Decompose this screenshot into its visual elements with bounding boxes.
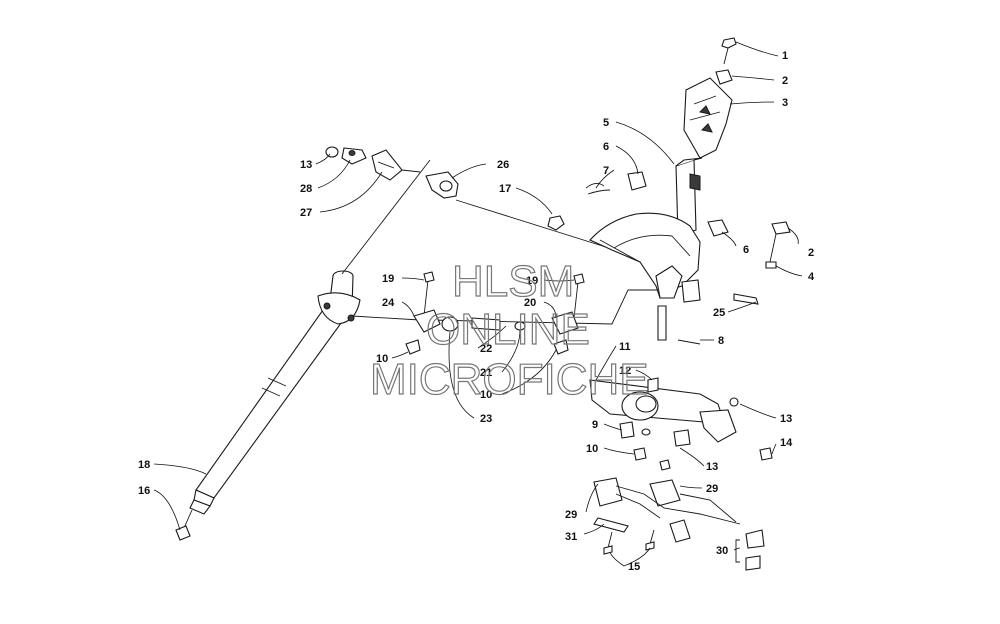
watermark-line-2: ONLINE [426,305,590,354]
ball-joint-upper [325,146,421,181]
bolt-25 [733,293,759,305]
screws-15 [603,529,655,555]
callout-27: 27 [300,207,312,219]
nut-17 [547,215,565,231]
callout-19: 19 [526,275,538,287]
callout-13: 13 [780,413,792,425]
callout-28: 28 [300,183,312,195]
callout-3: 3 [782,97,788,109]
steering-arm-11 [589,377,773,471]
callout-14: 14 [780,437,793,449]
steering-column-housing [589,212,701,303]
steering-shaft-upper [675,157,703,237]
connectors-30 [735,529,765,571]
callout-10: 10 [480,389,492,401]
callout-17: 17 [499,183,511,195]
callout-labels: 1 2 3 5 6 7 2 6 4 13 28 27 26 17 19 24 1… [138,50,815,573]
handlebar-clamp-group [683,37,737,159]
callout-5: 5 [603,117,609,129]
callout-6: 6 [603,141,609,153]
callout-13: 13 [706,461,718,473]
leader-lines [153,41,803,567]
callout-18: 18 [138,459,150,471]
ball-joint-26 [425,171,459,199]
callout-7: 7 [603,165,609,177]
watermark: HLSM ONLINE MICROFICHE [369,256,649,404]
callout-11: 11 [619,341,631,353]
callout-16: 16 [138,485,150,497]
callout-30: 30 [716,545,728,557]
callout-2: 2 [808,247,814,259]
steering-post-part [175,270,361,541]
callout-24: 24 [382,297,395,309]
callout-23: 23 [480,413,492,425]
tie-rod-end-left [405,271,526,355]
callout-1: 1 [782,50,788,62]
callout-6: 6 [743,244,749,256]
watermark-line-1: HLSM [452,257,574,306]
callout-21: 21 [480,367,492,379]
callout-31: 31 [565,531,577,543]
callout-12: 12 [619,365,631,377]
callout-19: 19 [382,273,394,285]
tie-rod-end-right [551,273,585,355]
brackets-6-7 [585,171,791,269]
callout-10: 10 [376,353,388,365]
callout-20: 20 [524,297,536,309]
watermark-line-3: MICROFICHE [370,355,649,404]
callout-4: 4 [808,271,815,283]
callout-10: 10 [586,443,598,455]
callout-9: 9 [592,419,598,431]
callout-22: 22 [480,343,492,355]
callout-8: 8 [718,335,724,347]
callout-25: 25 [713,307,725,319]
switch-assembly-29 [593,477,741,543]
callout-29: 29 [565,509,577,521]
callout-29: 29 [706,483,718,495]
callout-26: 26 [497,159,509,171]
callout-15: 15 [628,561,640,573]
callout-13: 13 [300,159,312,171]
callout-2: 2 [782,75,788,87]
lower-shaft-8 [657,305,701,345]
